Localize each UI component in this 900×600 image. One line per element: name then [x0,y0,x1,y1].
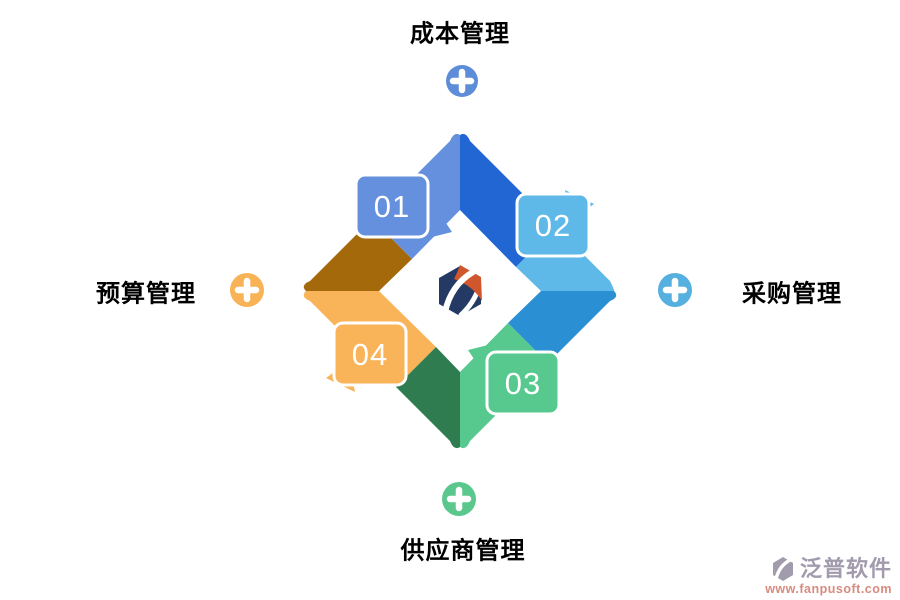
ribbon-02-fold [508,291,617,363]
fanpu-logo-icon [772,556,793,581]
center-logo-icon [439,265,482,318]
plus-button-top[interactable] [446,65,478,97]
plus-icon [234,277,260,303]
ribbon-03-fold [396,347,460,449]
watermark-brand-text: 泛普软件 [799,556,892,582]
label-budget-management: 预算管理 [96,280,196,308]
label-cost-management: 成本管理 [410,20,510,48]
label-procurement-management: 采购管理 [742,280,842,308]
plus-icon [449,68,475,94]
plus-button-bottom[interactable] [442,482,476,516]
step-tab-02 [515,192,591,258]
watermark-url[interactable]: www.fanpusoft.com [765,581,892,596]
center-logo-swoosh-upper [442,269,476,315]
arrowhead-01 [428,196,452,238]
plus-icon [662,277,688,303]
step-tab-04 [332,321,408,387]
step-number-01: 01 [374,189,410,224]
step-number-02: 02 [535,208,571,243]
step-number-03: 03 [505,366,541,401]
label-supplier-management: 供应商管理 [400,537,526,565]
watermark[interactable]: 泛普软件 www.fanpusoft.com [765,556,892,596]
step-tab-01 [354,173,430,239]
plus-icon [446,486,472,512]
step-tab-03 [485,350,561,416]
step-number-04: 04 [352,337,388,372]
plus-button-left[interactable] [230,273,264,307]
plus-button-right[interactable] [658,273,692,307]
